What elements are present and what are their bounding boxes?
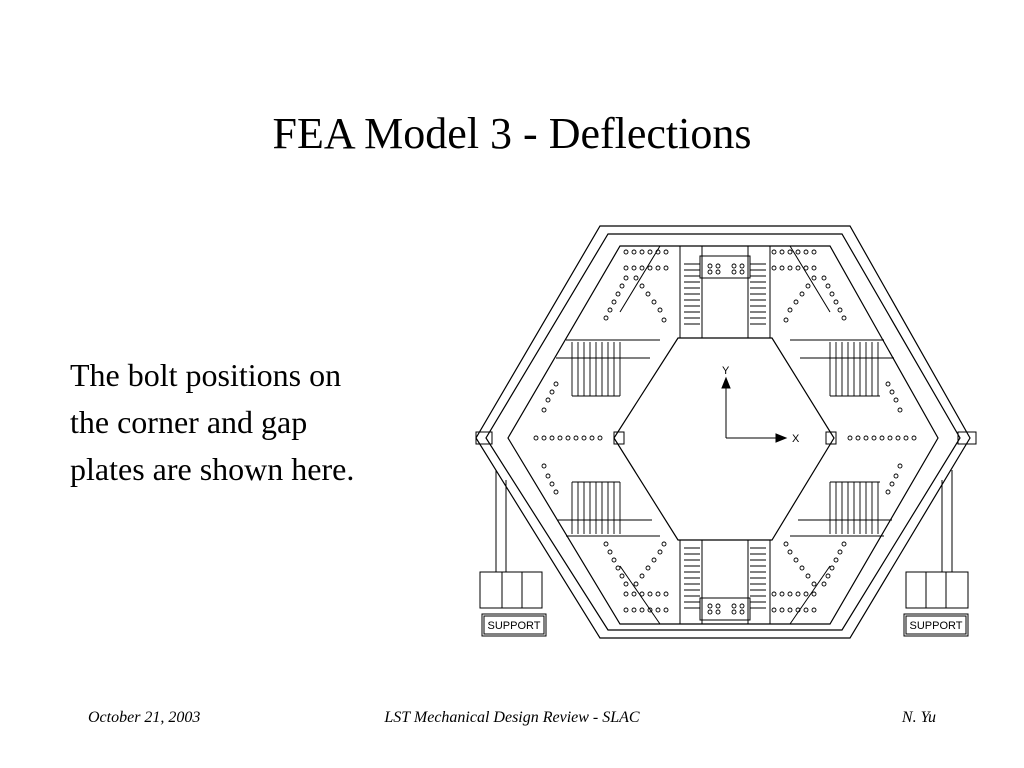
bolt-holes: [533, 249, 917, 615]
footer-event: LST Mechanical Design Review - SLAC: [384, 709, 640, 726]
y-axis-label: Y: [722, 365, 730, 377]
footer-date: October 21, 2003: [88, 709, 201, 726]
support-label-left: SUPPORT: [488, 620, 541, 632]
slide-title: FEA Model 3 - Deflections: [272, 109, 752, 158]
support-label-right: SUPPORT: [910, 620, 963, 632]
body-line-2: the corner and gap: [70, 404, 308, 440]
hatched-gap-plates: [571, 263, 879, 609]
x-axis-label: X: [792, 433, 800, 445]
axis-indicator: [721, 376, 788, 443]
footer-author: N. Yu: [901, 709, 936, 726]
body-line-3: plates are shown here.: [70, 451, 355, 487]
hexagon-frame: [475, 225, 971, 639]
hexagon-structure-diagram: SUPPORT SUPPORT Y X: [475, 225, 977, 639]
slide-body-text: The bolt positions on the corner and gap…: [70, 352, 450, 493]
body-line-1: The bolt positions on: [70, 357, 342, 393]
support-legs: [479, 470, 969, 637]
